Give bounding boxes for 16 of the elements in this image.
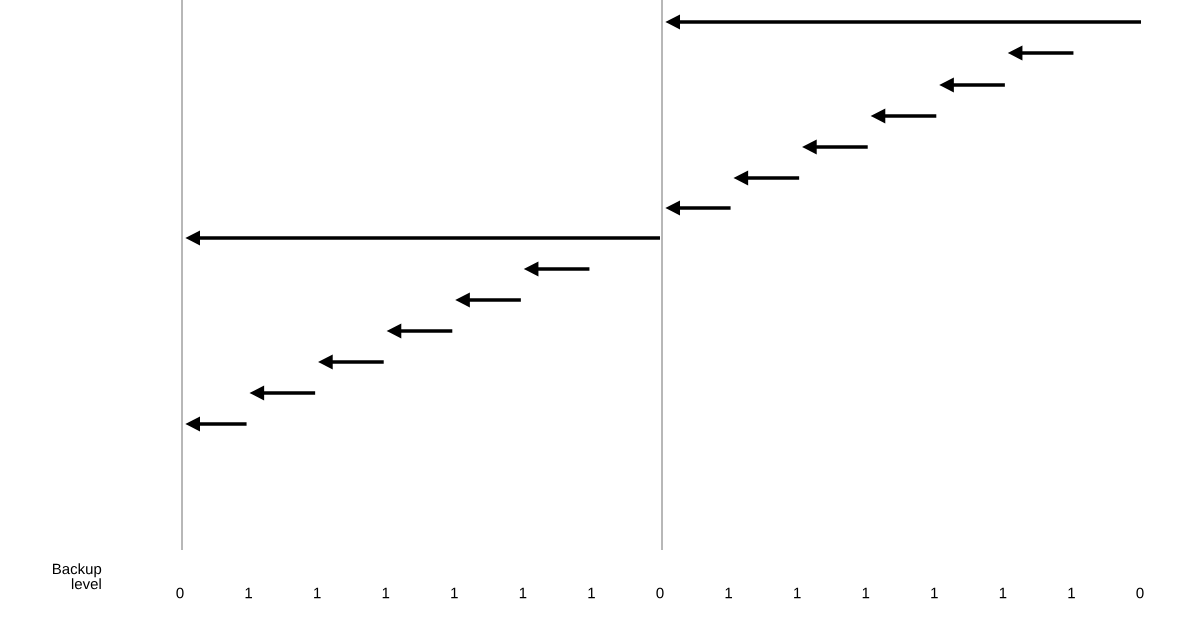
axis-label: Backup level xyxy=(53,563,102,590)
backup-level: 0 xyxy=(176,587,184,599)
backup-level: 1 xyxy=(451,587,458,599)
backup-level: 1 xyxy=(999,587,1007,599)
backup-level: 1 xyxy=(862,587,870,599)
backup-level: 1 xyxy=(245,587,252,599)
backup-level: 1 xyxy=(1068,587,1075,599)
backup-level: 0 xyxy=(656,587,664,599)
backup-level: 1 xyxy=(794,587,801,599)
backup-level: 1 xyxy=(382,587,390,599)
backup-level: 1 xyxy=(314,587,321,599)
backup-level: 0 xyxy=(1136,587,1144,599)
backup-level: 1 xyxy=(725,587,732,599)
backup-level: 1 xyxy=(588,587,595,599)
backup-level: 1 xyxy=(519,587,527,599)
backup-level: 1 xyxy=(931,587,938,599)
